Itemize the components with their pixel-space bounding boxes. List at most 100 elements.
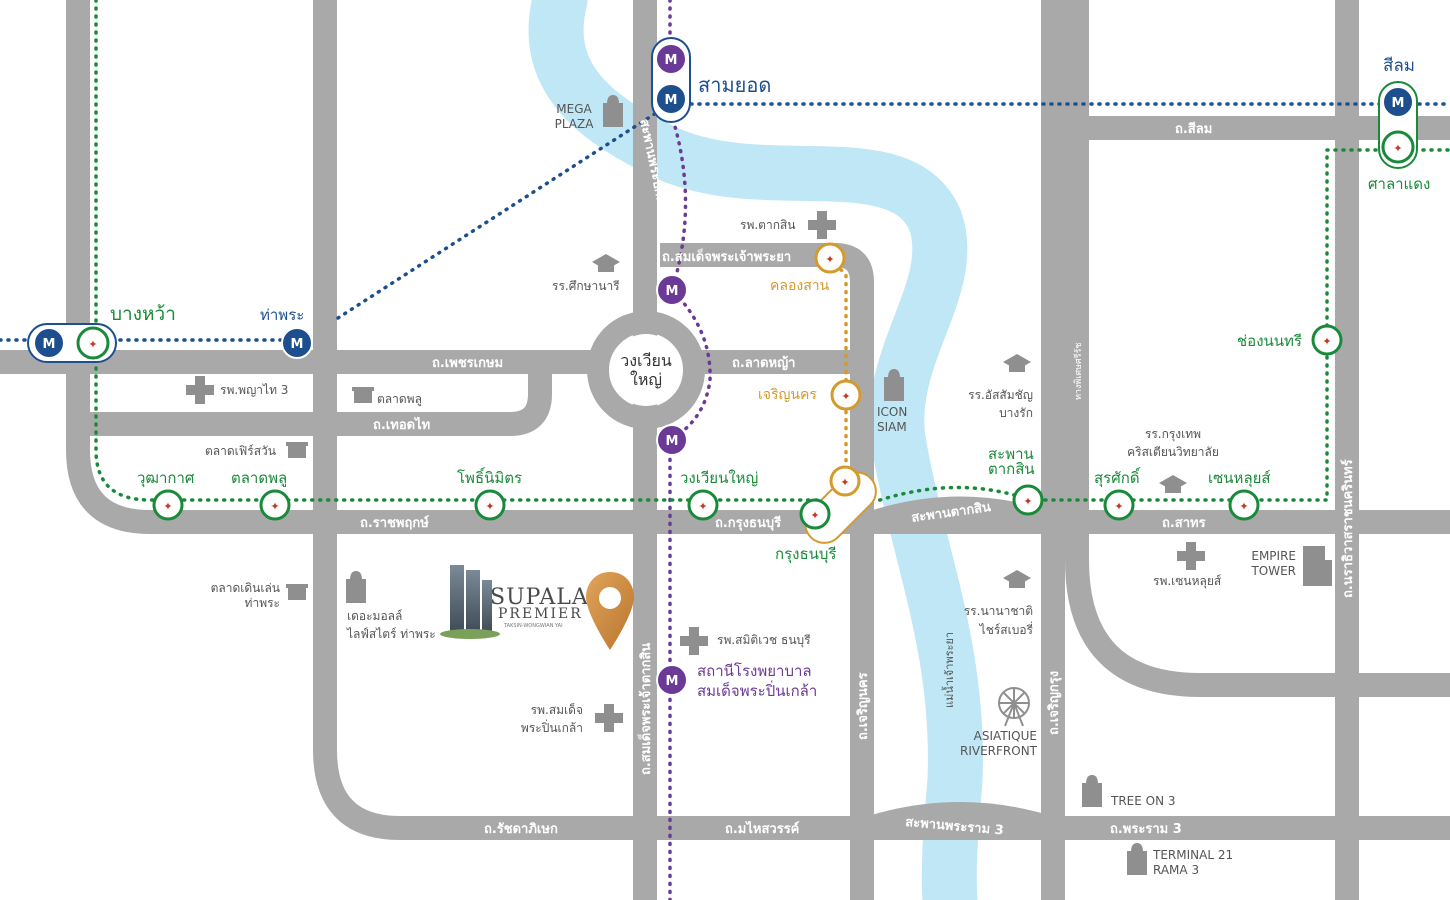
poi-bangkok-christian-2: คริสเตียนวิทยาลัย xyxy=(1127,445,1219,459)
roundabout-label-2: ใหญ่ xyxy=(630,370,662,389)
station-silom-sala-daeng[interactable]: M ✦ xyxy=(1378,81,1418,169)
road-label-charoen-nakhon: ถ.เจริญนคร xyxy=(856,672,871,740)
roundabout-label-1: วงเวียน xyxy=(620,351,672,370)
poi-satri-school: รร.ศึกษานารี xyxy=(552,279,620,293)
bts-logo-icon: ✦ xyxy=(1023,495,1032,508)
station-sam-yot[interactable]: M M xyxy=(651,37,691,123)
poi-asiatique-1: ASIATIQUE xyxy=(974,729,1037,743)
station-label-krung-thon-buri: กรุงธนบุรี xyxy=(775,545,836,564)
station-saphan-taksin: ✦ xyxy=(1012,484,1044,516)
road-label-rama3: ถ.พระราม 3 xyxy=(1110,822,1182,837)
station-somdet-hospital[interactable]: M xyxy=(656,664,688,696)
bts-logo-icon: ✦ xyxy=(1239,500,1248,513)
poi-assumption-2: บางรัก xyxy=(999,406,1033,420)
station-krung-thon-buri[interactable]: ✦ ✦ xyxy=(797,464,883,550)
project-tagline: TAKSIN-WONGWIAN YAI xyxy=(503,623,563,629)
shopping-bag-icon xyxy=(1127,842,1147,875)
road-expressway xyxy=(1065,0,1450,697)
road-label-phetkasem: ถ.เพชรเกษม xyxy=(432,356,503,371)
station-label-somdet-hospital-1: สถานีโรงพยาบาล xyxy=(697,662,812,680)
mrt-m-icon: M xyxy=(666,284,679,299)
poi-walking-market-2: ท่าพระ xyxy=(245,596,280,610)
road-label-somdet-taksin: ถ.สมเด็จพระเจ้าตากสิน xyxy=(636,643,654,775)
station-label-wongwian-yai: วงเวียนใหญ่ xyxy=(680,469,758,487)
station-pho-nimit: ✦ xyxy=(474,489,506,521)
road-left-vertical xyxy=(66,0,1450,534)
station-purple-1[interactable]: M xyxy=(656,274,688,306)
project-towers-icon xyxy=(440,565,500,639)
market-basket-icon xyxy=(286,584,308,600)
station-khlong-san[interactable]: ✦ xyxy=(814,242,846,274)
chao-phraya-river xyxy=(528,0,983,900)
mrt-m-icon: M xyxy=(1392,96,1405,111)
station-talat-phlu: ✦ xyxy=(259,489,291,521)
station-label-wutthakat: วุฒากาศ xyxy=(137,469,195,488)
bts-stations[interactable]: ✦ ✦ ✦ ✦ ✦ ✦ ✦ ✦ xyxy=(152,324,1343,521)
bts-logo-icon: ✦ xyxy=(88,338,97,351)
bts-logo-icon: ✦ xyxy=(1322,335,1331,348)
mrt-m-icon: M xyxy=(666,434,679,449)
station-label-sala-daeng: ศาลาแดง xyxy=(1368,175,1430,193)
mrt-m-icon: M xyxy=(291,337,304,352)
graduation-cap-icon xyxy=(1159,475,1187,493)
station-label-pho-nimit: โพธิ์นิมิตร xyxy=(457,467,522,487)
graduation-cap-icon xyxy=(592,254,620,272)
road-x325 xyxy=(313,0,1450,840)
hospital-cross-icon xyxy=(595,704,623,732)
road-label-charoen-krung: ถ.เจริญกรุง xyxy=(1047,671,1062,735)
poi-the-mall-2: ไลฟ์สไตร์ ท่าพระ xyxy=(346,627,436,641)
market-basket-icon xyxy=(286,442,308,458)
graduation-cap-icon xyxy=(1003,354,1031,372)
taksin-bridge xyxy=(871,496,1049,534)
location-pin-icon xyxy=(586,572,634,650)
river-label: แม่น้ำเจ้าพระยา xyxy=(941,632,956,708)
bts-logo-icon: ✦ xyxy=(1393,142,1402,155)
station-tha-phra[interactable]: M xyxy=(281,327,313,359)
mrt-purple-line xyxy=(668,0,712,900)
bts-logo-icon: ✦ xyxy=(840,476,849,489)
station-label-bang-wa: บางหว้า xyxy=(110,303,176,325)
poi-asiatique-2: RIVERFRONT xyxy=(960,744,1038,758)
station-label-khlong-san: คลองสาน xyxy=(770,278,830,294)
poi-icon-siam-2: SIAM xyxy=(877,420,907,434)
station-saint-louis: ✦ xyxy=(1228,489,1260,521)
hospital-cross-icon xyxy=(1177,542,1205,570)
project-marker[interactable]: SUPALAI PREMIER TAKSIN-WONGWIAN YAI xyxy=(440,565,634,650)
bts-logo-icon: ✦ xyxy=(810,509,819,522)
poi-empire-tower-2: TOWER xyxy=(1250,564,1296,578)
station-label-sam-yot: สามยอด xyxy=(698,73,771,97)
station-label-surasak: สุรศักดิ์ xyxy=(1094,467,1141,488)
station-bang-wa[interactable]: M ✦ xyxy=(27,323,117,363)
poi-taksin-hospital: รพ.ตากสิน xyxy=(740,218,796,232)
poi-fairy-market: ตลาดเฟิร์สวัน xyxy=(205,444,276,458)
station-label-saphan-taksin-2: ตากสิน xyxy=(988,460,1035,478)
rama3-bridge xyxy=(866,802,1054,840)
road-label-ratchaphruek: ถ.ราชพฤกษ์ xyxy=(360,515,429,531)
wongwian-yai-roundabout xyxy=(587,311,705,429)
poi-mega-plaza-1: MEGA xyxy=(556,102,592,116)
road-label-silom: ถ.สีลม xyxy=(1175,121,1212,137)
poi-bangkok-christian-1: รร.กรุงเทพ xyxy=(1145,427,1201,442)
mrt-m-icon: M xyxy=(665,53,678,68)
poi-terminal21-2: RAMA 3 xyxy=(1153,863,1199,877)
station-purple-2[interactable]: M xyxy=(656,424,688,456)
poi-terminal21-1: TERMINAL 21 xyxy=(1152,848,1233,862)
station-label-saphan-taksin-1: สะพาน xyxy=(988,445,1034,463)
shopping-bag-icon xyxy=(1082,774,1102,807)
station-charoen-nakhon[interactable]: ✦ xyxy=(830,379,862,411)
market-basket-icon xyxy=(352,387,374,403)
hospital-cross-icon xyxy=(808,211,836,239)
bts-station-labels: วุฒากาศ ตลาดพลู โพธิ์นิมิตร วงเวียนใหญ่ … xyxy=(137,332,1302,488)
project-brand: SUPALAI xyxy=(490,585,598,610)
mrt-m-icon: M xyxy=(665,93,678,108)
station-label-chong-nonsi: ช่องนนทรี xyxy=(1237,332,1302,350)
station-label-tha-phra: ท่าพระ xyxy=(260,306,304,324)
shopping-bag-icon xyxy=(884,368,904,401)
poi-mega-plaza-2: PLAZA xyxy=(555,117,595,131)
bts-logo-icon: ✦ xyxy=(698,500,707,513)
poi-international-school-2: ไชร์สเบอรี่ xyxy=(979,621,1034,637)
mrt-m-icon: M xyxy=(43,337,56,352)
poi-somdet-hospital-2: พระปิ่นเกล้า xyxy=(521,719,583,735)
station-surasak: ✦ xyxy=(1103,489,1135,521)
station-wutthakat: ✦ xyxy=(152,489,184,521)
